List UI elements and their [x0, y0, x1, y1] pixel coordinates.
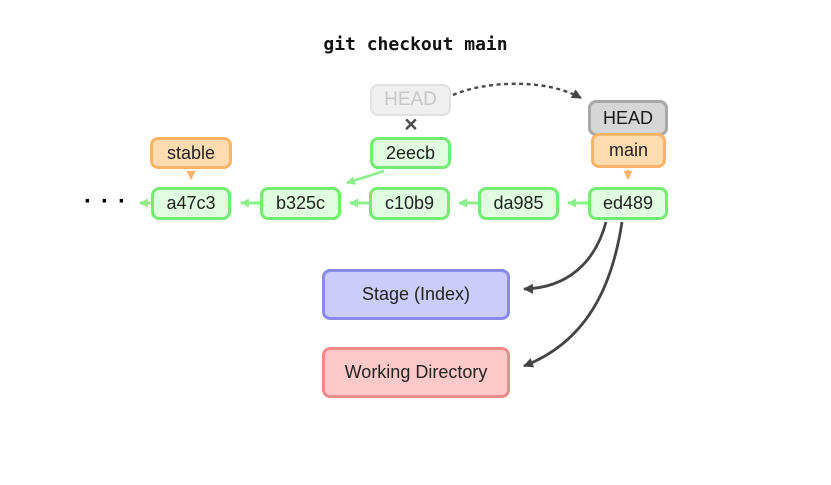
arrow-ed489-to-stage [523, 221, 608, 294]
working-directory-label: Working Directory [344, 362, 488, 382]
commit-node-b325c: b325c [260, 187, 341, 220]
commit-label: b325c [275, 193, 326, 213]
head-node: HEAD [588, 100, 668, 136]
head-node-old: HEAD [370, 84, 451, 116]
commit-label: a47c3 [166, 193, 216, 213]
commit-node-2eecb: 2eecb [370, 137, 451, 169]
stage-index-label: Stage (Index) [361, 284, 471, 304]
commit-label: ed489 [602, 193, 654, 213]
branch-main-label: main [608, 140, 648, 160]
head-label: HEAD [602, 107, 653, 128]
diagram-title: git checkout main [323, 34, 508, 55]
commit-node-ed489: ed489 [588, 187, 668, 220]
head-old-label: HEAD [384, 89, 437, 110]
arrow-ed489-to-working [523, 221, 624, 368]
arrow-2eecb-to-b325c [346, 169, 385, 185]
commit-node-a47c3: a47c3 [151, 187, 231, 220]
arrow-head-move [452, 82, 582, 100]
history-ellipsis: ··· [84, 188, 135, 215]
commit-label: 2eecb [385, 142, 436, 163]
detach-cross: × [404, 110, 418, 137]
branch-main-node: main [591, 133, 666, 168]
commit-node-da985: da985 [478, 187, 559, 220]
branch-stable-label: stable [166, 142, 216, 163]
branch-stable-node: stable [150, 137, 232, 169]
working-directory-box: Working Directory [322, 347, 510, 398]
commit-node-c10b9: c10b9 [369, 187, 450, 220]
commit-label: c10b9 [384, 193, 435, 213]
stage-index-box: Stage (Index) [322, 269, 510, 320]
branch-pointer-arrows [186, 170, 633, 180]
commit-label: da985 [493, 193, 544, 213]
